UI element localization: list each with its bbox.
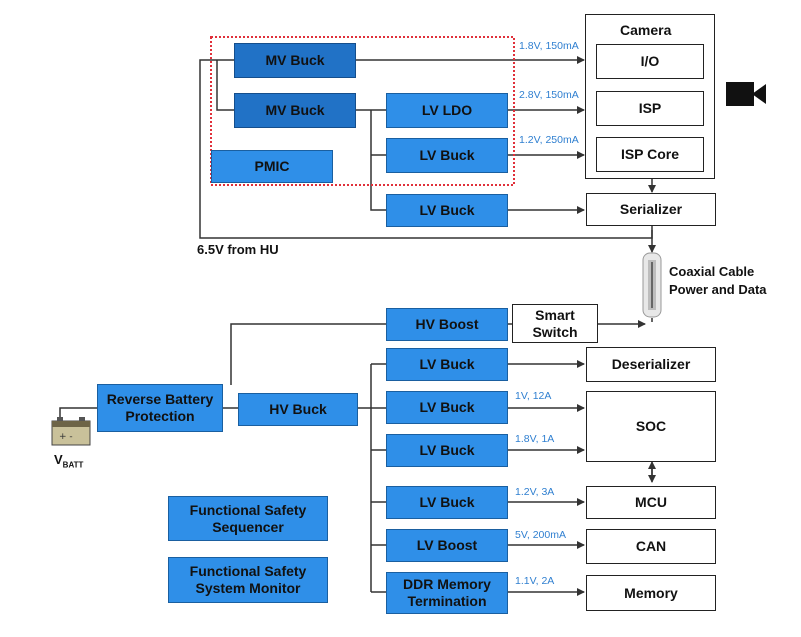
- ddr-line2: Termination: [407, 593, 487, 609]
- lv-buck-mcu-block: LV Buck: [386, 486, 508, 519]
- fs-seq-line1: Functional Safety: [189, 501, 307, 518]
- reverse-battery-protection-block: Reverse Battery Protection: [97, 384, 223, 432]
- lv-buck-soc-2-block: LV Buck: [386, 434, 508, 467]
- soc-rail-2-label: 1.8V, 1A: [515, 433, 555, 445]
- svg-text:+ -: + -: [59, 432, 73, 442]
- mv-buck-2-block: MV Buck: [234, 93, 356, 128]
- soc-rail-1-label: 1V, 12A: [515, 390, 552, 402]
- functional-safety-sequencer-block: Functional Safety Sequencer: [168, 496, 328, 541]
- lv-boost-block: LV Boost: [386, 529, 508, 562]
- pmic-boundary: [210, 36, 515, 186]
- lv-ldo-block: LV LDO: [386, 93, 508, 128]
- smart-switch-line1: Smart: [535, 306, 575, 323]
- ddr-line1: DDR Memory: [403, 576, 491, 592]
- hv-boost-block: HV Boost: [386, 308, 508, 341]
- memory-block: Memory: [586, 575, 716, 611]
- lv-buck-soc-1-block: LV Buck: [386, 391, 508, 424]
- fs-seq-line2: Sequencer: [212, 518, 284, 535]
- lv-buck-serializer-block: LV Buck: [386, 194, 508, 227]
- isp-rail-label: 2.8V, 150mA: [519, 89, 579, 101]
- mv-buck-1-block: MV Buck: [234, 43, 356, 78]
- from-hu-label: 6.5V from HU: [197, 242, 279, 257]
- vbatt-main: V: [54, 452, 63, 467]
- lv-buck-camera-block: LV Buck: [386, 138, 508, 173]
- soc-block: SOC: [586, 391, 716, 462]
- deserializer-block: Deserializer: [586, 347, 716, 382]
- fs-mon-line2: System Monitor: [195, 580, 301, 596]
- pmic-block: PMIC: [211, 150, 333, 183]
- smart-switch-line2: Switch: [532, 323, 578, 340]
- reverse-battery-line1: Reverse Battery: [106, 391, 214, 407]
- memory-rail-label: 1.1V, 2A: [515, 575, 555, 587]
- wires: [59, 56, 656, 596]
- battery-icon: + -: [51, 417, 91, 446]
- lv-buck-deserializer-block: LV Buck: [386, 348, 508, 381]
- camera-title: Camera: [620, 22, 672, 38]
- mcu-block: MCU: [586, 486, 716, 519]
- isp-core-rail-label: 1.2V, 250mA: [519, 134, 579, 146]
- coax-label-line1: Coaxial Cable: [669, 264, 755, 279]
- mcu-rail-label: 1.2V, 3A: [515, 486, 555, 498]
- smart-switch-block: Smart Switch: [512, 304, 598, 343]
- hv-buck-block: HV Buck: [238, 393, 358, 426]
- isp-core-block: ISP Core: [596, 137, 704, 172]
- isp-block: ISP: [596, 91, 704, 126]
- io-block: I/O: [596, 44, 704, 79]
- reverse-battery-line2: Protection: [125, 408, 195, 424]
- vbatt-label: VBATT: [54, 452, 83, 470]
- coaxial-cable-icon: [642, 252, 662, 318]
- functional-safety-system-monitor-block: Functional Safety System Monitor: [168, 557, 328, 603]
- can-block: CAN: [586, 529, 716, 564]
- fs-mon-line1: Functional Safety: [189, 563, 307, 579]
- camera-icon: [726, 82, 766, 106]
- serializer-block: Serializer: [586, 193, 716, 226]
- vbatt-sub: BATT: [62, 460, 84, 470]
- ddr-memory-termination-block: DDR Memory Termination: [386, 572, 508, 614]
- coax-label-line2: Power and Data: [669, 282, 767, 297]
- can-rail-label: 5V, 200mA: [515, 529, 566, 541]
- io-rail-label: 1.8V, 150mA: [519, 40, 579, 52]
